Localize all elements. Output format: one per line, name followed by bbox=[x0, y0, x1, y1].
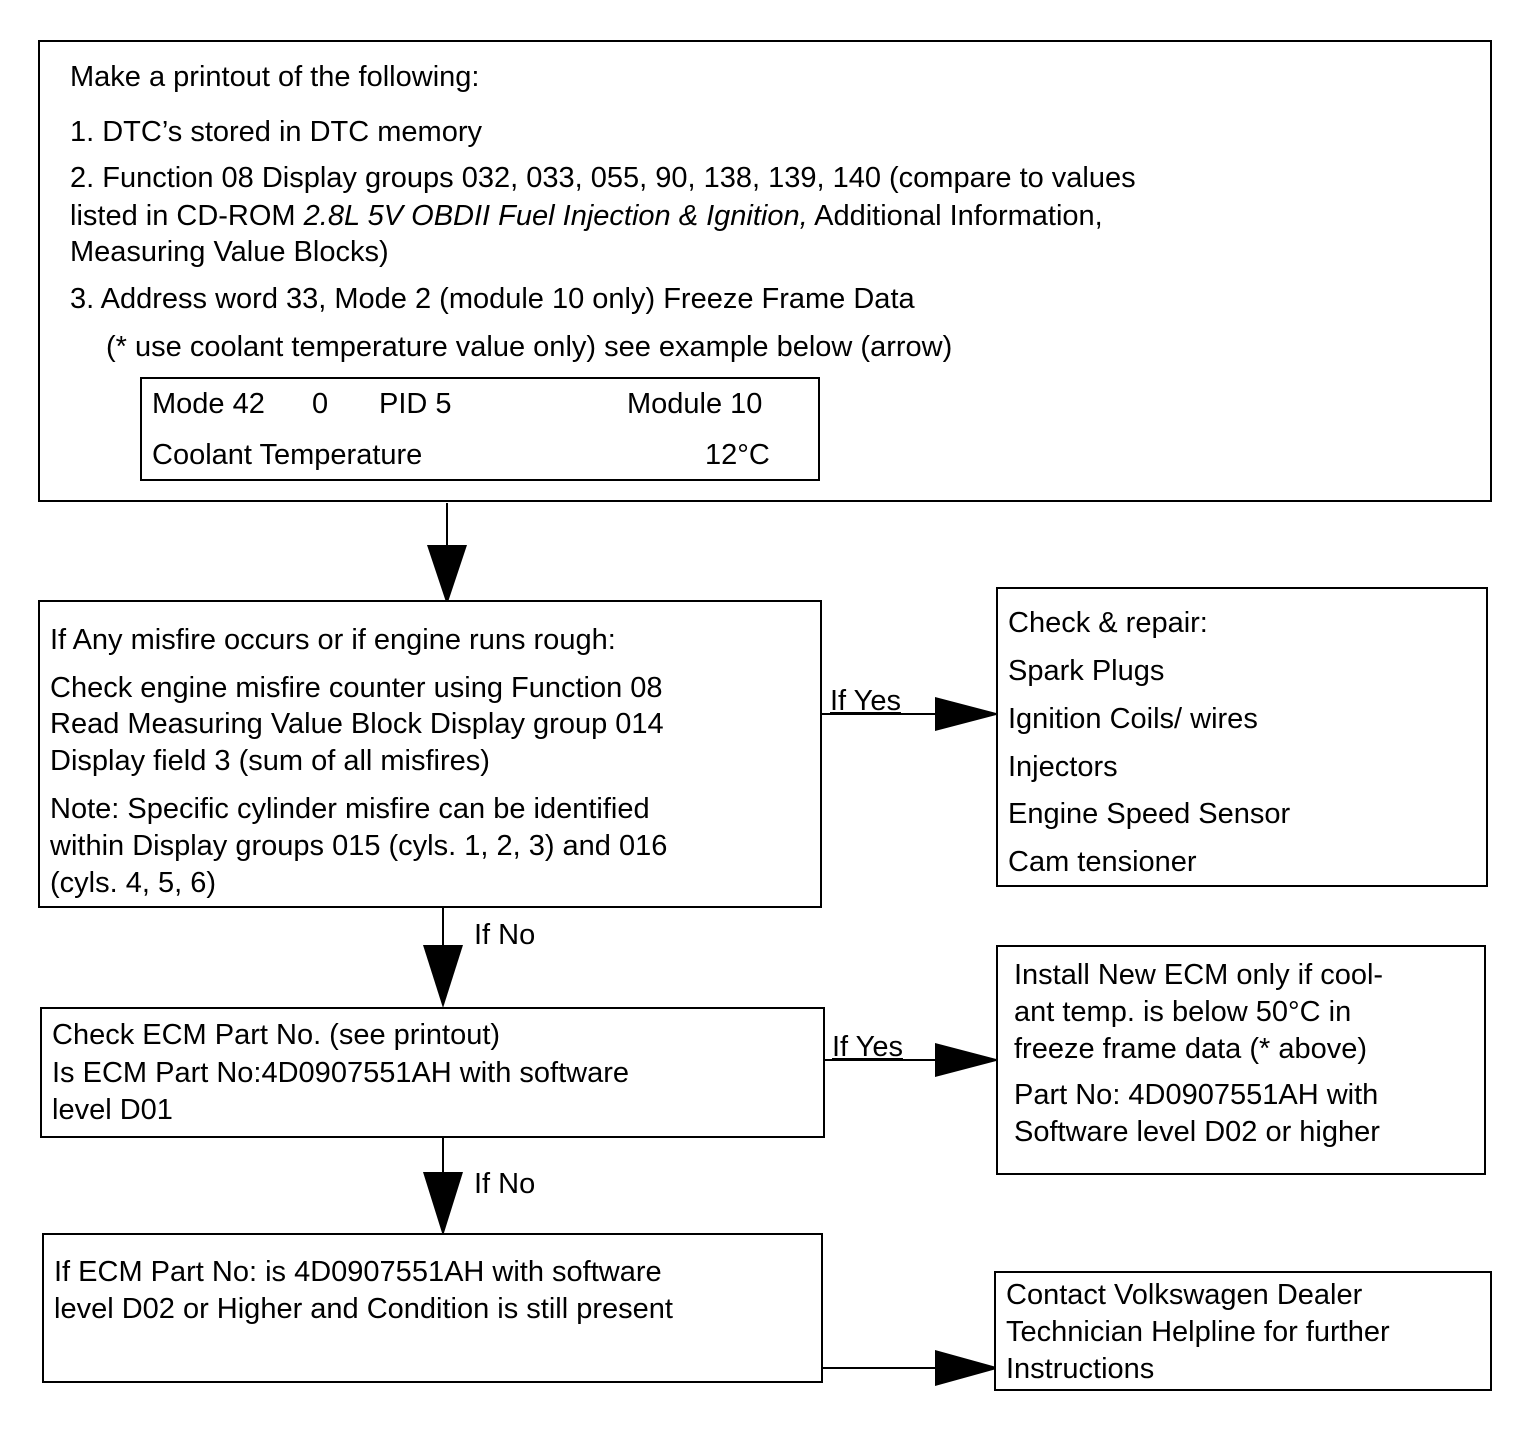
check-repair-box: Check & repair: Spark Plugs Ignition Coi… bbox=[996, 587, 1488, 887]
printout-item-2-line-2: listed in CD-ROM 2.8L 5V OBDII Fuel Inje… bbox=[70, 198, 1103, 234]
readout-coolant-label: Coolant Temperature bbox=[152, 439, 423, 471]
repair-heading: Check & repair: bbox=[1008, 607, 1208, 639]
readout-pid: PID 5 bbox=[379, 388, 452, 420]
arrow-right-2 bbox=[935, 1043, 1000, 1077]
readout-mode: Mode 42 bbox=[152, 388, 265, 420]
readout-module: Module 10 bbox=[627, 388, 763, 420]
label-if-yes-ecm: If Yes bbox=[832, 1031, 903, 1063]
arrow-down-3 bbox=[423, 1172, 463, 1236]
printout-item-2-line-3: Measuring Value Blocks) bbox=[70, 236, 389, 268]
misfire-box: If Any misfire occurs or if engine runs … bbox=[38, 600, 822, 908]
contact-line-1: Contact Volkswagen Dealer bbox=[1006, 1279, 1363, 1311]
label-if-no-ecm: If No bbox=[474, 1168, 536, 1200]
printout-heading: Make a printout of the following: bbox=[70, 61, 480, 93]
misfire-line-2: Check engine misfire counter using Funct… bbox=[50, 672, 663, 704]
readout-zero: 0 bbox=[312, 388, 329, 420]
contact-line-2: Technician Helpline for further bbox=[1006, 1316, 1390, 1348]
misfire-line-1: If Any misfire occurs or if engine runs … bbox=[50, 624, 616, 656]
misfire-line-4: Display field 3 (sum of all misfires) bbox=[50, 745, 490, 777]
printout-item-2-line-1: 2. Function 08 Display groups 032, 033, … bbox=[70, 162, 1136, 194]
misfire-line-7: (cyls. 4, 5, 6) bbox=[50, 867, 216, 899]
misfire-line-5: Note: Specific cylinder misfire can be i… bbox=[50, 793, 650, 825]
printout-box: Make a printout of the following: 1. DTC… bbox=[38, 40, 1492, 502]
printout-item-1: 1. DTC’s stored in DTC memory bbox=[70, 116, 482, 148]
repair-item: Engine Speed Sensor bbox=[1008, 798, 1291, 830]
still-present-line-1: If ECM Part No: is 4D0907551AH with soft… bbox=[54, 1256, 662, 1288]
ecm-check-line-1: Check ECM Part No. (see printout) bbox=[52, 1019, 501, 1051]
ecm-check-line-2: Is ECM Part No:4D0907551AH with software bbox=[52, 1057, 630, 1089]
install-line-2: ant temp. is below 50°C in bbox=[1014, 996, 1352, 1028]
install-line-1: Install New ECM only if cool- bbox=[1014, 959, 1384, 991]
misfire-line-3: Read Measuring Value Block Display group… bbox=[50, 708, 664, 740]
ecm-check-line-3: level D01 bbox=[52, 1094, 173, 1126]
misfire-line-6: within Display groups 015 (cyls. 1, 2, 3… bbox=[50, 830, 668, 862]
item-2-text-a: listed in CD-ROM bbox=[70, 200, 304, 232]
repair-item: Injectors bbox=[1008, 751, 1118, 783]
label-if-yes-misfire: If Yes bbox=[830, 685, 901, 717]
arrow-down-2 bbox=[423, 945, 463, 1008]
arrow-right-1 bbox=[935, 697, 1000, 731]
contact-dealer-box: Contact Volkswagen Dealer Technician Hel… bbox=[994, 1271, 1492, 1391]
install-line-5: Software level D02 or higher bbox=[1014, 1116, 1380, 1148]
label-if-no-misfire: If No bbox=[474, 919, 536, 951]
arrow-right-3 bbox=[935, 1350, 1000, 1386]
example-readout-box: Mode 42 0 PID 5 Module 10 Coolant Temper… bbox=[140, 377, 820, 481]
still-present-line-2: level D02 or Higher and Condition is sti… bbox=[54, 1293, 673, 1325]
install-new-ecm-box: Install New ECM only if cool- ant temp. … bbox=[996, 945, 1486, 1175]
repair-item: Ignition Coils/ wires bbox=[1008, 703, 1258, 735]
item-2-text-b: Additional Information, bbox=[807, 200, 1103, 232]
printout-item-3-note: (* use coolant temperature value only) s… bbox=[106, 331, 953, 363]
ecm-check-box: Check ECM Part No. (see printout) Is ECM… bbox=[40, 1007, 825, 1138]
repair-item: Cam tensioner bbox=[1008, 846, 1197, 878]
item-2-italic-title: 2.8L 5V OBDII Fuel Injection & Ignition, bbox=[303, 200, 808, 232]
contact-line-3: Instructions bbox=[1006, 1353, 1155, 1385]
arrow-down-1 bbox=[427, 545, 467, 605]
install-line-3: freeze frame data (* above) bbox=[1014, 1033, 1368, 1065]
condition-still-present-box: If ECM Part No: is 4D0907551AH with soft… bbox=[42, 1233, 823, 1383]
printout-item-3: 3. Address word 33, Mode 2 (module 10 on… bbox=[70, 283, 915, 315]
repair-item: Spark Plugs bbox=[1008, 655, 1165, 687]
install-line-4: Part No: 4D0907551AH with bbox=[1014, 1079, 1379, 1111]
readout-coolant-value: 12°C bbox=[705, 439, 770, 471]
